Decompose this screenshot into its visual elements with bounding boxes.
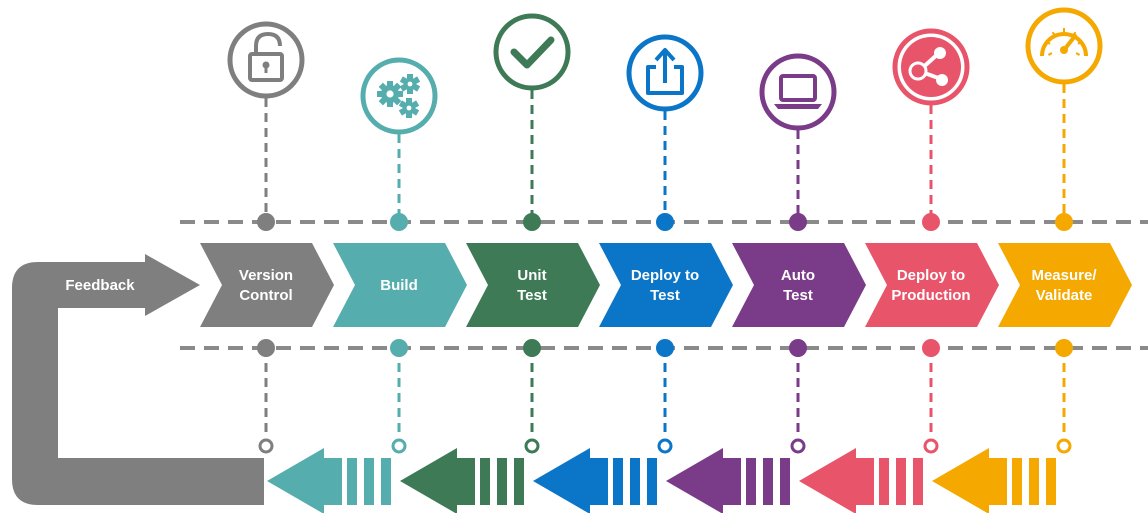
lower-node-dot [922, 339, 940, 357]
stage-chevron [466, 243, 600, 327]
upper-node-dot [1055, 213, 1073, 231]
share-nodes-icon [908, 47, 948, 86]
stage-chevron [865, 243, 999, 327]
upload-share-icon [646, 48, 684, 95]
lower-node-dot [656, 339, 674, 357]
upper-node-dot [390, 213, 408, 231]
checkmark-icon [510, 36, 555, 69]
upper-node-dot [789, 213, 807, 231]
stage-chevron [333, 243, 467, 327]
hollow-node-dot [657, 438, 673, 454]
lower-node-dot [523, 339, 541, 357]
icon-ring [759, 53, 837, 131]
stage-chevron [998, 243, 1132, 327]
return-arrow [799, 448, 923, 513]
stage-chevron [599, 243, 733, 327]
hollow-node-dot [524, 438, 540, 454]
stage-label: Measure/Validate [1031, 267, 1097, 304]
upper-node-dot [257, 213, 275, 231]
hollow-node-dot [258, 438, 274, 454]
speedometer-icon [1040, 28, 1088, 57]
stage-build: Build [267, 57, 467, 513]
stage-chevron [732, 243, 866, 327]
return-arrow [533, 448, 657, 513]
hollow-node-dot [391, 438, 407, 454]
upper-node-dot [922, 213, 940, 231]
return-arrow [214, 458, 258, 505]
hollow-node-dot [1056, 438, 1072, 454]
stage-label: Build [380, 277, 418, 294]
return-arrow [267, 448, 391, 513]
lower-node-dot [789, 339, 807, 357]
icon-ring [493, 13, 571, 91]
hollow-node-dot [790, 438, 806, 454]
upper-node-dot [656, 213, 674, 231]
padlock-icon [248, 31, 284, 82]
gears-icon [377, 74, 421, 118]
upper-node-dot [523, 213, 541, 231]
laptop-icon [774, 74, 822, 109]
stage-chevron [200, 243, 334, 327]
stage-measure-validate: Measure/Validate [932, 7, 1132, 513]
return-arrow [400, 448, 524, 513]
lower-node-dot [257, 339, 275, 357]
feedback-label: Feedback [65, 277, 135, 294]
return-arrow [666, 448, 790, 513]
lower-node-dot [1055, 339, 1073, 357]
lower-node-dot [390, 339, 408, 357]
hollow-node-dot [923, 438, 939, 454]
return-arrow [932, 448, 1056, 513]
